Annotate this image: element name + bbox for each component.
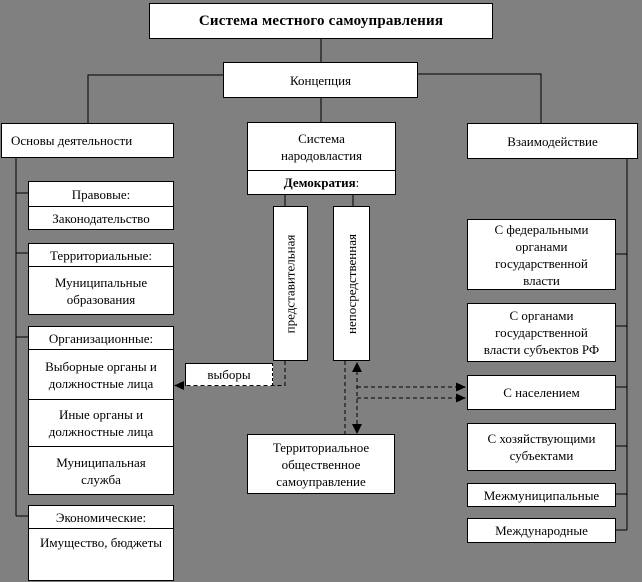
group-economic: Экономические: Имущество, бюджеты <box>28 505 174 581</box>
arrow-up-icon <box>352 362 362 372</box>
representative-democracy-label: представительная <box>282 234 298 333</box>
peoples-power-box: Система народовластия Демократия: <box>247 122 396 195</box>
line-concept-to-left <box>87 74 223 123</box>
direct-democracy-label: непосредственная <box>343 233 359 334</box>
group-legal: Правовые: Законодательство <box>28 181 174 230</box>
group-territorial-item: Муниципальные образования <box>29 266 173 314</box>
group-organizational-header: Организационные: <box>48 330 154 346</box>
elections-arrowhead-icon <box>174 381 184 390</box>
group-legal-header: Правовые: <box>71 186 131 202</box>
interaction-intermunicipal-box: Межмуниципальные <box>467 483 616 507</box>
line-concept-to-right <box>418 73 542 123</box>
group-organizational-item-elected: Выборные органы и должностные лица <box>29 349 173 399</box>
group-territorial-header: Территориальные: <box>49 247 152 263</box>
interaction-federal-box: С федеральными органами государственной … <box>467 219 616 290</box>
democracy-row: Демократия: <box>248 170 395 194</box>
peoples-power-title: Система народовластия <box>280 130 363 163</box>
group-economic-header: Экономические: <box>55 509 147 525</box>
direct-democracy-box: непосредственная <box>333 206 370 361</box>
group-economic-item: Имущество, бюджеты <box>29 528 173 580</box>
group-organizational-item-service: Муниципальная служба <box>29 446 173 494</box>
right-column-header: Взаимодействие <box>467 123 638 159</box>
group-organizational-item-other: Иные органы и должностные лица <box>29 399 173 446</box>
democracy-label: Демократия <box>283 175 356 190</box>
interaction-international-box: Международные <box>467 518 616 543</box>
interaction-population-box: С населением <box>467 375 616 410</box>
elections-label-box: выборы <box>185 363 273 386</box>
interaction-business-box: С хозяйствующими субъектами <box>467 423 616 471</box>
territorial-self-government-box: Территориальное общественное самоуправле… <box>247 434 395 494</box>
arrow-right-icon-1 <box>456 382 466 392</box>
group-organizational: Организационные: Выборные органы и должн… <box>28 326 174 495</box>
interaction-subjects-box: С органами государственной власти субъек… <box>467 303 616 362</box>
arrow-down-icon <box>352 424 362 434</box>
group-legal-item: Законодательство <box>29 206 173 229</box>
democracy-colon: : <box>355 175 360 190</box>
left-column-header: Основы деятельности <box>1 123 174 158</box>
arrow-right-icon-2 <box>456 393 466 403</box>
group-territorial: Территориальные: Муниципальные образован… <box>28 243 174 315</box>
concept-box: Концепция <box>223 62 418 98</box>
title-box: Система местного самоуправления <box>149 3 493 39</box>
representative-democracy-box: представительная <box>273 206 308 361</box>
